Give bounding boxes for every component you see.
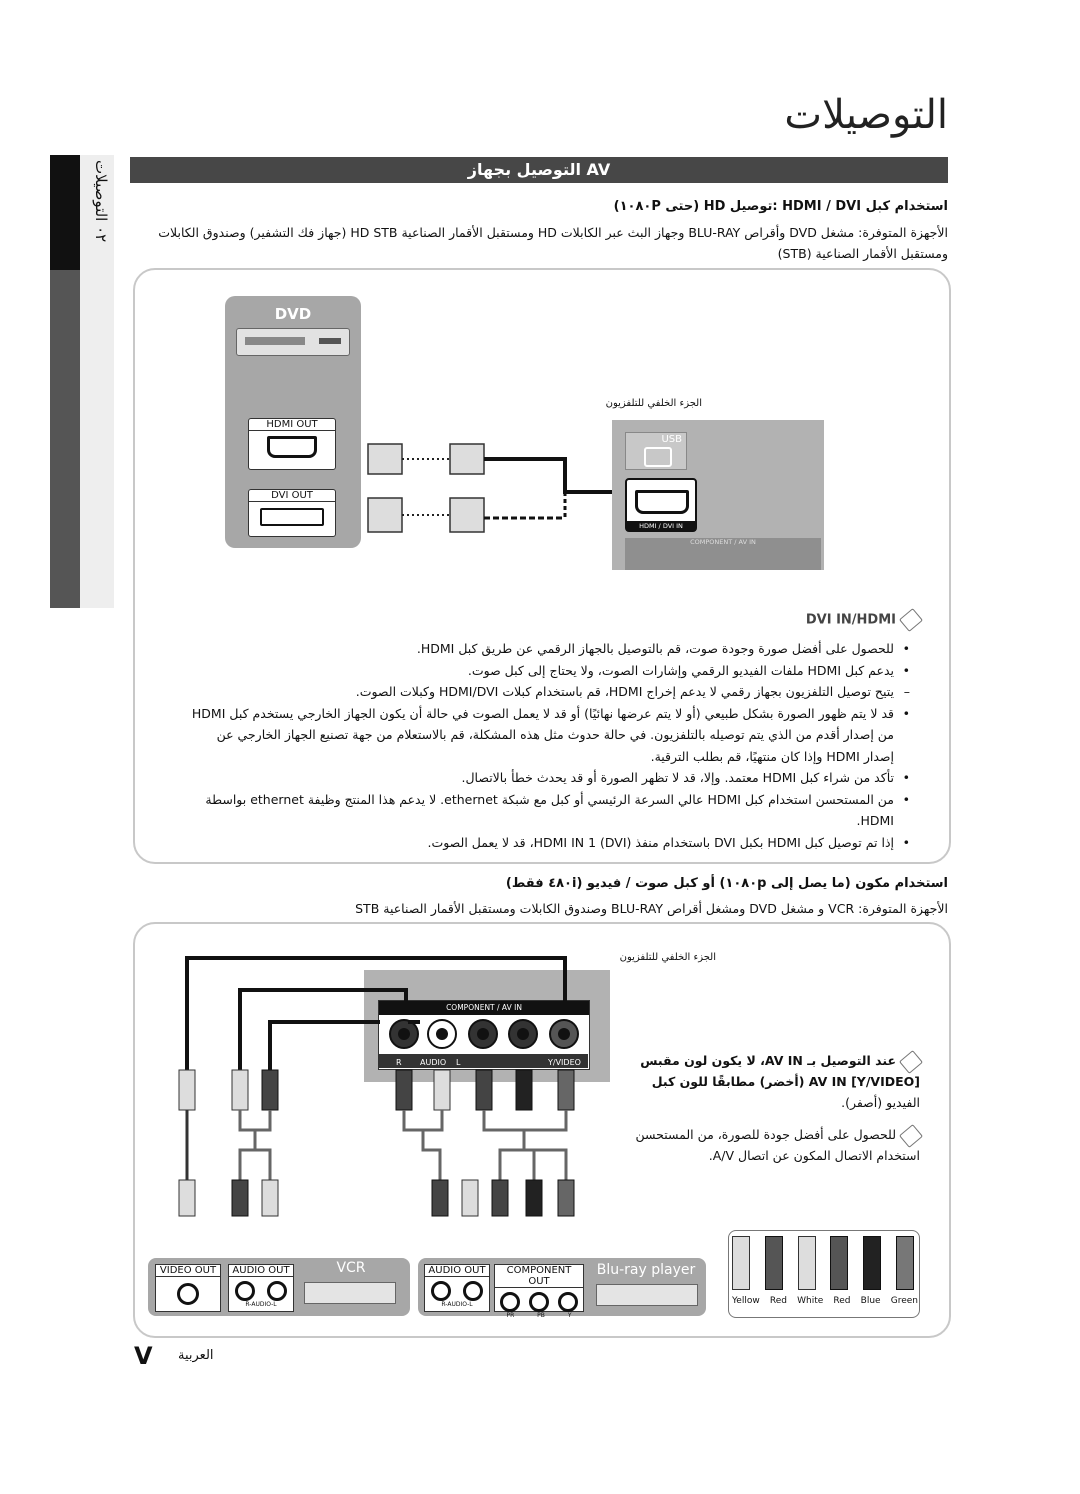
jack-video-label: Y/VIDEO — [547, 1058, 581, 1067]
page-title: التوصيلات — [784, 92, 948, 138]
component-out-panel: COMPONENT OUT PR PB Y — [494, 1264, 584, 1319]
note-pencil-icon — [898, 1123, 924, 1148]
bullet-item: يدعم كبل HDMI ملفات الفيديو الرقمي وإشار… — [190, 660, 910, 682]
audio-l-jack-icon — [267, 1281, 287, 1301]
component-strip: COMPONENT / AV IN — [625, 538, 821, 570]
legend-label: Red — [833, 1296, 851, 1306]
video-out-panel: VIDEO OUT — [155, 1264, 221, 1312]
audio-r-jack-icon — [235, 1281, 255, 1301]
hdmi-bullet-list: للحصول على أفضل صورة وجودة صوت، قم بالتو… — [190, 638, 910, 853]
audio-out-panel: AUDIO OUT R-AUDIO-L — [228, 1264, 294, 1312]
pr-label: PR — [506, 1312, 515, 1319]
av-jacks-diagram: R AUDIO L Y/VIDEO — [378, 1019, 588, 1068]
hdmi-heading: استخدام كبل HDMI / DVI :توصيل HD (حتى ١٠… — [613, 199, 948, 214]
bd-r-audio-l-label: R-AUDIO-L — [441, 1301, 473, 1308]
av-note-1: عند التوصيل بـ AV IN، لا يكون لون مقبس A… — [620, 1049, 924, 1113]
vcr-title: VCR — [336, 1260, 366, 1276]
bd-audio-out-label: AUDIO OUT — [425, 1265, 489, 1277]
av-note-2: للحصول على أفضل جودة للصورة، من المستحسن… — [600, 1123, 924, 1166]
hdmi-dvi-in-label: HDMI / DVI IN — [627, 521, 695, 531]
bd-audio-l-jack-icon — [463, 1281, 483, 1301]
bullet-item: تأكد من شراء كبل HDMI معتمد. وإلا، قد لا… — [190, 767, 911, 789]
cable-color-legend — [728, 1230, 920, 1318]
tv-rear-label: الجزء الخلفي للتلفزيون — [605, 398, 702, 409]
legend-label: Yellow — [732, 1296, 760, 1306]
side-tab-inactive — [50, 270, 80, 608]
legend-plug-yellow-icon — [732, 1236, 750, 1290]
bullet-item: إذا تم توصيل كبل HDMI بكبل DVI باستخدام … — [190, 832, 910, 854]
bullet-item: للحصول على أفضل صورة وجودة صوت، قم بالتو… — [190, 638, 910, 660]
jack-audio-label: AUDIO — [420, 1058, 446, 1067]
legend-plug-red-icon — [764, 1236, 783, 1290]
legend-plug-white-icon — [797, 1236, 816, 1290]
dvi-out-port-panel: DVI OUT — [248, 489, 336, 537]
dvi-port-icon — [260, 508, 324, 526]
bd-audio-r-jack-icon — [431, 1281, 451, 1301]
side-tab-active — [50, 155, 80, 270]
video-out-label: VIDEO OUT — [156, 1265, 220, 1277]
component-intro: الأجهزة المتوفرة: VCR و مشغل DVD ومشغل أ… — [355, 901, 948, 916]
legend-plug-red2-icon — [830, 1236, 849, 1290]
vcr-image — [304, 1282, 396, 1304]
r-audio-l-label: R-AUDIO-L — [245, 1301, 277, 1308]
legend-labels: Yellow Red White Red Blue Green — [732, 1296, 918, 1306]
dvi-out-label: DVI OUT — [249, 490, 335, 502]
component-strip-label: COMPONENT / AV IN — [690, 538, 756, 546]
component-av-in-label: COMPONENT / AV IN — [379, 1001, 589, 1015]
pr-jack-icon — [499, 1292, 520, 1312]
pb-label: PB — [537, 1312, 545, 1319]
hdmi-dvi-in-port: HDMI / DVI IN — [625, 478, 697, 532]
jack-l-label: L — [456, 1058, 461, 1067]
dvi-plug-right-icon — [449, 497, 485, 533]
y-jack-icon — [558, 1292, 579, 1312]
hdmi-plug-left-icon — [367, 443, 403, 475]
component-heading: استخدام مكون (ما يصل إلى ١٠٨٠p) أو كبل ص… — [505, 876, 948, 891]
legend-label: Red — [769, 1296, 787, 1306]
jack-r-label: R — [396, 1058, 402, 1067]
audio-out-label: AUDIO OUT — [229, 1265, 293, 1277]
note-pencil-icon — [898, 1049, 924, 1074]
legend-plug-green-icon — [895, 1236, 914, 1290]
hdmi-port-icon — [267, 436, 317, 458]
hdmi-out-port-panel: HDMI OUT — [248, 418, 336, 470]
y-label: Y — [567, 1312, 572, 1319]
pb-jack-icon — [528, 1292, 549, 1312]
hdmi-plug-right-icon — [449, 443, 485, 475]
legend-label: Blue — [860, 1296, 881, 1306]
section-title: التوصيل بجهاز AV — [130, 157, 948, 183]
dvd-player-image — [236, 328, 350, 356]
tv-rear-label-2: الجزء الخلفي للتلفزيون — [619, 952, 716, 963]
legend-label: White — [797, 1296, 824, 1306]
dvi-plug-left-icon — [367, 497, 403, 533]
legend-plug-blue-icon — [863, 1236, 882, 1290]
footer-language: العربية — [178, 1348, 214, 1363]
dvd-label: DVD — [274, 305, 312, 323]
bluray-title: Blu-ray player — [596, 1262, 696, 1278]
page-number: V — [134, 1342, 153, 1370]
hdmi-cables-diagram — [367, 443, 620, 533]
bullet-item: قد لا يتم ظهور الصورة بشكل طبيعي (أو لا … — [190, 703, 910, 768]
hdmi-intro-line2: ومستقبل الأقمار الصناعية (STB) — [777, 246, 948, 261]
usb-label: USB — [661, 434, 682, 445]
legend-label: Green — [890, 1296, 918, 1306]
component-out-label: COMPONENT OUT — [495, 1265, 583, 1288]
side-tab-label: ٠٢ التوصيلات — [92, 160, 110, 243]
dvi-hdmi-note-title: DVI IN/HDMI — [640, 608, 924, 632]
component-cables-diagram — [178, 956, 575, 1217]
usb-port-icon — [644, 447, 672, 467]
bd-audio-out-panel: AUDIO OUT R-AUDIO-L — [424, 1264, 490, 1312]
usb-port-panel: USB — [625, 432, 687, 470]
bullet-item: يتيح توصيل التلفزيون بجهاز رقمي لا يدعم … — [190, 681, 910, 703]
hdmi-in-port-icon — [635, 490, 689, 514]
side-tab-background — [80, 155, 114, 608]
video-jack-icon — [177, 1283, 199, 1305]
bullet-item: من المستحسن استخدام كبل HDMI عالي السرعة… — [190, 789, 910, 832]
legend-plugs — [732, 1236, 914, 1290]
bluray-image — [596, 1284, 698, 1306]
hdmi-intro-line1: الأجهزة المتوفرة: مشغل DVD وأقراص BLU-RA… — [158, 225, 948, 240]
hdmi-out-label: HDMI OUT — [249, 419, 335, 431]
